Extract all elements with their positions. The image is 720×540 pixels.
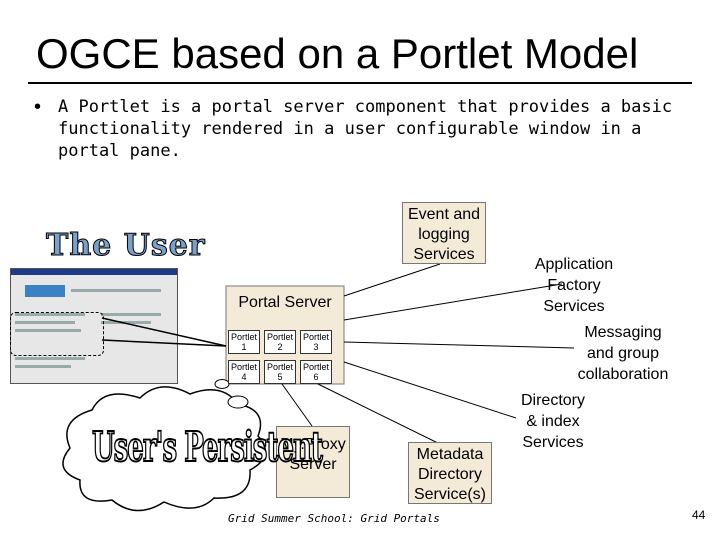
messaging-label: Messaging and group collaboration xyxy=(577,324,669,383)
bullet-text: A Portlet is a portal server component t… xyxy=(58,97,673,161)
footer-text: Grid Summer School: Grid Portals xyxy=(228,512,440,525)
line-application-factory xyxy=(343,283,563,321)
line-messaging xyxy=(343,341,575,349)
portal-screenshot xyxy=(10,268,178,384)
title-divider xyxy=(28,82,692,84)
slide-title: OGCE based on a Portlet Model xyxy=(36,30,639,77)
portal-server-label: Portal Server xyxy=(238,294,332,311)
directory-index-label: Directory & index Services xyxy=(520,392,585,451)
user-to-portal-line xyxy=(101,317,227,347)
selected-portlet-highlight xyxy=(10,312,104,356)
bullet-icon: • xyxy=(34,96,42,118)
myproxy-server-box: My.Proxy Server xyxy=(276,426,350,498)
event-logging-box: Event and logging Services xyxy=(402,202,486,264)
line-directory xyxy=(343,361,517,419)
users-persistent-label: User's Persistent xyxy=(91,423,323,473)
cloud-shape xyxy=(62,386,267,512)
line-metadata xyxy=(317,383,449,449)
page-number: 44 xyxy=(692,508,706,522)
application-factory-label: Application Factory Services xyxy=(534,256,614,315)
line-myproxy xyxy=(281,383,313,427)
line-event-logging xyxy=(343,263,441,297)
metadata-directory-box: Metadata Directory Service(s) xyxy=(408,442,492,504)
the-user-heading: The User xyxy=(46,228,206,264)
